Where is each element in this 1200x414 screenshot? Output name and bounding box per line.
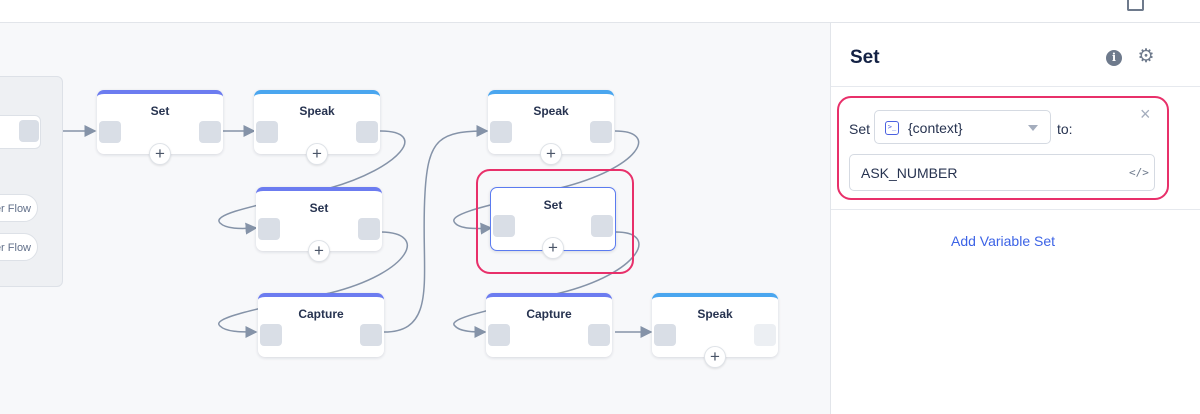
- selection-highlight: [476, 169, 634, 274]
- in-port[interactable]: [256, 121, 278, 143]
- speak-block[interactable]: Speak +: [254, 90, 380, 165]
- block-title: Speak: [299, 104, 335, 118]
- out-port[interactable]: [360, 324, 382, 346]
- capture-block[interactable]: Capture: [258, 293, 384, 357]
- flow-group-panel: er Flow er Flow: [0, 76, 63, 287]
- set-block-selected[interactable]: Set +: [490, 187, 616, 259]
- flow-canvas[interactable]: er Flow er Flow Set + Speak + Set + Capt…: [0, 23, 830, 414]
- in-port[interactable]: [99, 121, 121, 143]
- block-title: Set: [543, 198, 563, 212]
- flow-button[interactable]: er Flow: [0, 194, 38, 222]
- block-title: Capture: [298, 307, 344, 321]
- in-port[interactable]: [258, 218, 280, 240]
- chevron-down-icon: [1028, 125, 1038, 131]
- speak-block[interactable]: Speak +: [652, 293, 778, 368]
- in-port[interactable]: [490, 121, 512, 143]
- divider: [831, 209, 1200, 210]
- top-toolbar: [0, 0, 1200, 23]
- in-port[interactable]: [654, 324, 676, 346]
- block-title: Speak: [533, 104, 569, 118]
- in-port[interactable]: [260, 324, 282, 346]
- set-label: Set: [849, 121, 871, 137]
- info-icon[interactable]: i: [1106, 50, 1122, 66]
- group-out-port[interactable]: [19, 120, 39, 142]
- set-block[interactable]: Set +: [97, 90, 223, 165]
- add-step-button[interactable]: +: [542, 237, 564, 259]
- to-label: to:: [1057, 121, 1073, 137]
- divider: [831, 86, 1200, 87]
- out-port[interactable]: [591, 215, 613, 237]
- out-port[interactable]: [588, 324, 610, 346]
- value-input[interactable]: [849, 154, 1155, 191]
- out-port[interactable]: [358, 218, 380, 240]
- add-step-button[interactable]: +: [704, 346, 726, 368]
- add-step-button[interactable]: +: [308, 240, 330, 262]
- notes-icon[interactable]: [1127, 0, 1144, 11]
- close-icon[interactable]: ×: [1140, 104, 1151, 124]
- selection-highlight: [837, 96, 1169, 200]
- gear-icon[interactable]: ⚙: [1137, 46, 1155, 67]
- panel-title: Set: [850, 47, 880, 68]
- set-editor-panel: Set i ⚙ Set >_ {context} to: × </> Add V…: [830, 23, 1200, 414]
- add-step-button[interactable]: +: [540, 143, 562, 165]
- variable-select[interactable]: >_ {context}: [874, 110, 1051, 144]
- add-step-button[interactable]: +: [306, 143, 328, 165]
- capture-block[interactable]: Capture: [486, 293, 612, 357]
- code-icon[interactable]: </>: [1129, 166, 1149, 179]
- out-port[interactable]: [754, 324, 776, 346]
- speak-block[interactable]: Speak +: [488, 90, 614, 165]
- add-variable-set-link[interactable]: Add Variable Set: [950, 233, 1056, 249]
- in-port[interactable]: [488, 324, 510, 346]
- set-block[interactable]: Set +: [256, 187, 382, 262]
- block-title: Capture: [526, 307, 572, 321]
- flow-button[interactable]: er Flow: [0, 233, 38, 261]
- variable-value: {context}: [908, 120, 963, 136]
- variable-icon: >_: [885, 121, 899, 135]
- out-port[interactable]: [356, 121, 378, 143]
- add-step-button[interactable]: +: [149, 143, 171, 165]
- block-title: Set: [150, 104, 170, 118]
- out-port[interactable]: [199, 121, 221, 143]
- out-port[interactable]: [590, 121, 612, 143]
- in-port[interactable]: [493, 215, 515, 237]
- block-title: Set: [309, 201, 329, 215]
- block-title: Speak: [697, 307, 733, 321]
